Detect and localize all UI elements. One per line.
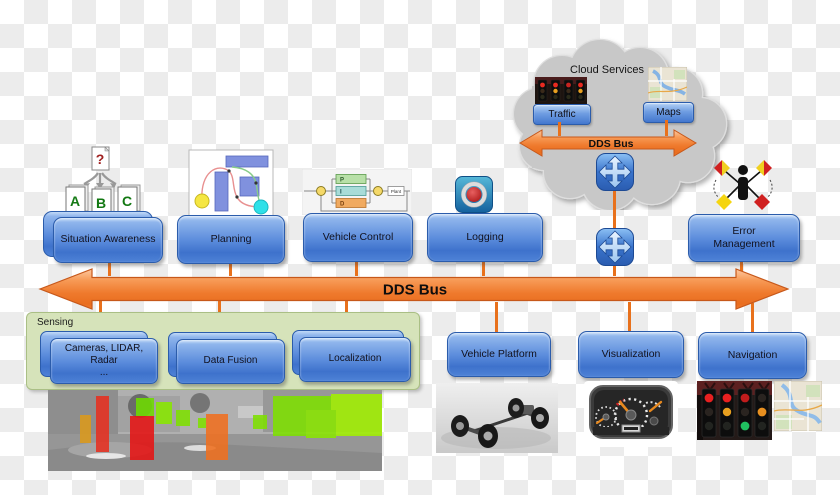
node-logging: Logging (427, 213, 543, 262)
svg-text:Plant: Plant (391, 189, 402, 194)
node-cameras-lidar-radar: Cameras, LIDAR, Radar ... (50, 338, 158, 384)
connector-cloud-mainbus (613, 155, 616, 276)
visualization-label: Visualization (601, 347, 661, 360)
node-visualization: Visualization (578, 331, 684, 378)
situation-awareness-label: Situation Awareness (60, 233, 156, 246)
cameras-label-line3: ... (99, 367, 109, 378)
planning-label: Planning (210, 232, 252, 245)
dds-bus-arrow: DDS Bus (38, 268, 790, 310)
cloud-dds-bus-arrow: DDS Bus (519, 129, 697, 157)
node-error-management: Error Management (688, 214, 800, 262)
semaphore-flags-icon (713, 160, 773, 210)
connector-bus-vehicleplatform (495, 302, 498, 333)
maps-node: Maps (643, 102, 694, 123)
vehicle-platform-label: Vehicle Platform (461, 347, 537, 360)
connector-planning-bus (229, 262, 232, 276)
node-data-fusion: Data Fusion (176, 339, 285, 384)
dashboard-gauges-image (589, 385, 673, 439)
svg-text:?: ? (96, 151, 105, 167)
connector-bus-navigation (751, 303, 754, 333)
svg-text:P: P (340, 178, 344, 184)
cloud-services-title: Cloud Services (570, 64, 644, 76)
connector-situation-bus (108, 261, 111, 276)
path-planning-icon (188, 149, 274, 217)
question-and-documents-icon: ? A B C (65, 146, 141, 216)
error-management-label: Error Management (713, 224, 775, 250)
dds-router-icon (596, 228, 634, 266)
dds-router-icon (596, 153, 634, 191)
svg-text:A: A (70, 193, 80, 209)
connector-traffic-bus (558, 122, 561, 136)
connector-logging-bus (482, 260, 485, 276)
localization-label: Localization (328, 353, 382, 365)
traffic-node: Traffic (533, 104, 591, 125)
sensing-label: Sensing (37, 317, 74, 328)
cameras-label-line2: Radar (90, 355, 118, 366)
cameras-label-line1: Cameras, LIDAR, (64, 343, 144, 354)
maps-label: Maps (656, 107, 681, 118)
node-vehicle-control: Vehicle Control (303, 213, 413, 262)
traffic-label: Traffic (548, 109, 576, 120)
record-icon (455, 176, 493, 213)
connector-bus-visualization (628, 302, 631, 332)
street-scene-detection-image (48, 390, 382, 471)
navigation-label: Navigation (727, 348, 778, 361)
node-navigation: Navigation (698, 332, 807, 379)
cloud-dds-bus-label: DDS Bus (589, 138, 634, 150)
map-image (648, 67, 687, 101)
logging-label: Logging (466, 230, 504, 243)
connector-vehiclecontrol-bus (355, 260, 358, 276)
dds-bus-label: DDS Bus (383, 282, 447, 299)
svg-text:D: D (340, 202, 345, 208)
node-vehicle-platform: Vehicle Platform (447, 332, 551, 377)
data-fusion-label: Data Fusion (203, 355, 258, 367)
vehicle-chassis-image (436, 383, 558, 453)
node-planning: Planning (177, 215, 285, 264)
traffic-lights-image (697, 381, 772, 440)
traffic-camera-image (535, 77, 587, 104)
connector-maps-bus (665, 120, 668, 136)
svg-text:I: I (340, 190, 342, 196)
connector-errormgmt-bus (740, 260, 743, 276)
node-localization: Localization (299, 337, 411, 382)
pid-control-diagram-icon: P I D Plant (302, 169, 412, 215)
node-situation-awareness: Situation Awareness (53, 217, 163, 263)
vehicle-control-label: Vehicle Control (322, 230, 394, 243)
svg-text:C: C (122, 193, 132, 209)
svg-text:B: B (96, 195, 106, 211)
navigation-map-image (774, 381, 822, 431)
